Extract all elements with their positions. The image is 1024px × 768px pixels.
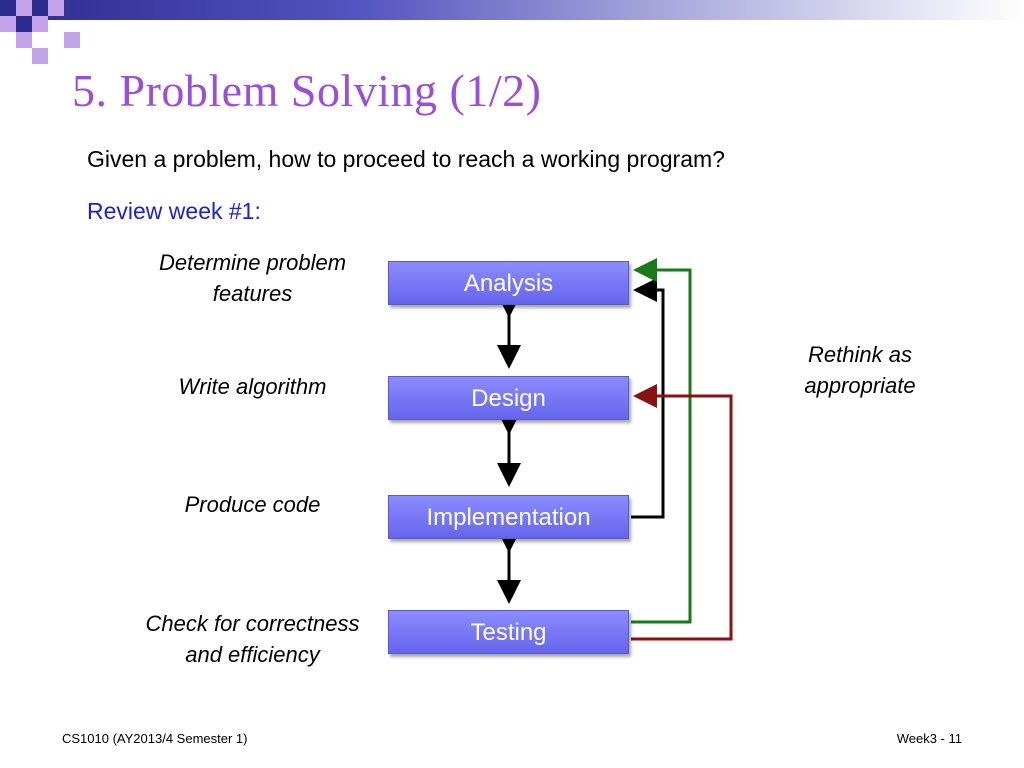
implementation-description-line: Produce code <box>184 492 321 517</box>
feedback-testing-to-design <box>631 384 733 641</box>
testing-description-line: and efficiency <box>185 642 320 667</box>
design-description-line: Write algorithm <box>178 374 327 399</box>
stage-implementation-box: Implementation <box>388 495 629 539</box>
stage-testing-box: Testing <box>388 610 629 654</box>
feedback-label: Rethink as appropriate <box>770 339 950 401</box>
stage-analysis-box: Analysis <box>388 261 629 305</box>
footer-page-number: Week3 - 11 <box>896 731 962 746</box>
analysis-description-line: features <box>212 281 293 306</box>
design-description: Write algorithm <box>120 371 385 402</box>
review-heading: Review week #1: <box>87 198 261 224</box>
stage-design-box: Design <box>388 376 629 420</box>
testing-description-line: Check for correctness <box>145 611 360 636</box>
analysis-description-line: Determine problem <box>158 250 347 275</box>
implementation-description: Produce code <box>120 489 385 520</box>
analysis-description: Determine problem features <box>120 247 385 309</box>
footer-course: CS1010 (AY2013/4 Semester 1) <box>62 731 248 746</box>
feedback-implementation-to-analysis <box>631 278 665 519</box>
feedback-testing-to-analysis <box>631 258 692 624</box>
header-gradient-band <box>0 0 1024 20</box>
feedback-label-line: Rethink as <box>808 342 912 367</box>
testing-description: Check for correctness and efficiency <box>120 608 385 670</box>
feedback-label-line: appropriate <box>804 373 916 398</box>
slide-subtitle: Given a problem, how to proceed to reach… <box>87 146 725 172</box>
slide-title: 5. Problem Solving (1/2) <box>72 65 542 116</box>
